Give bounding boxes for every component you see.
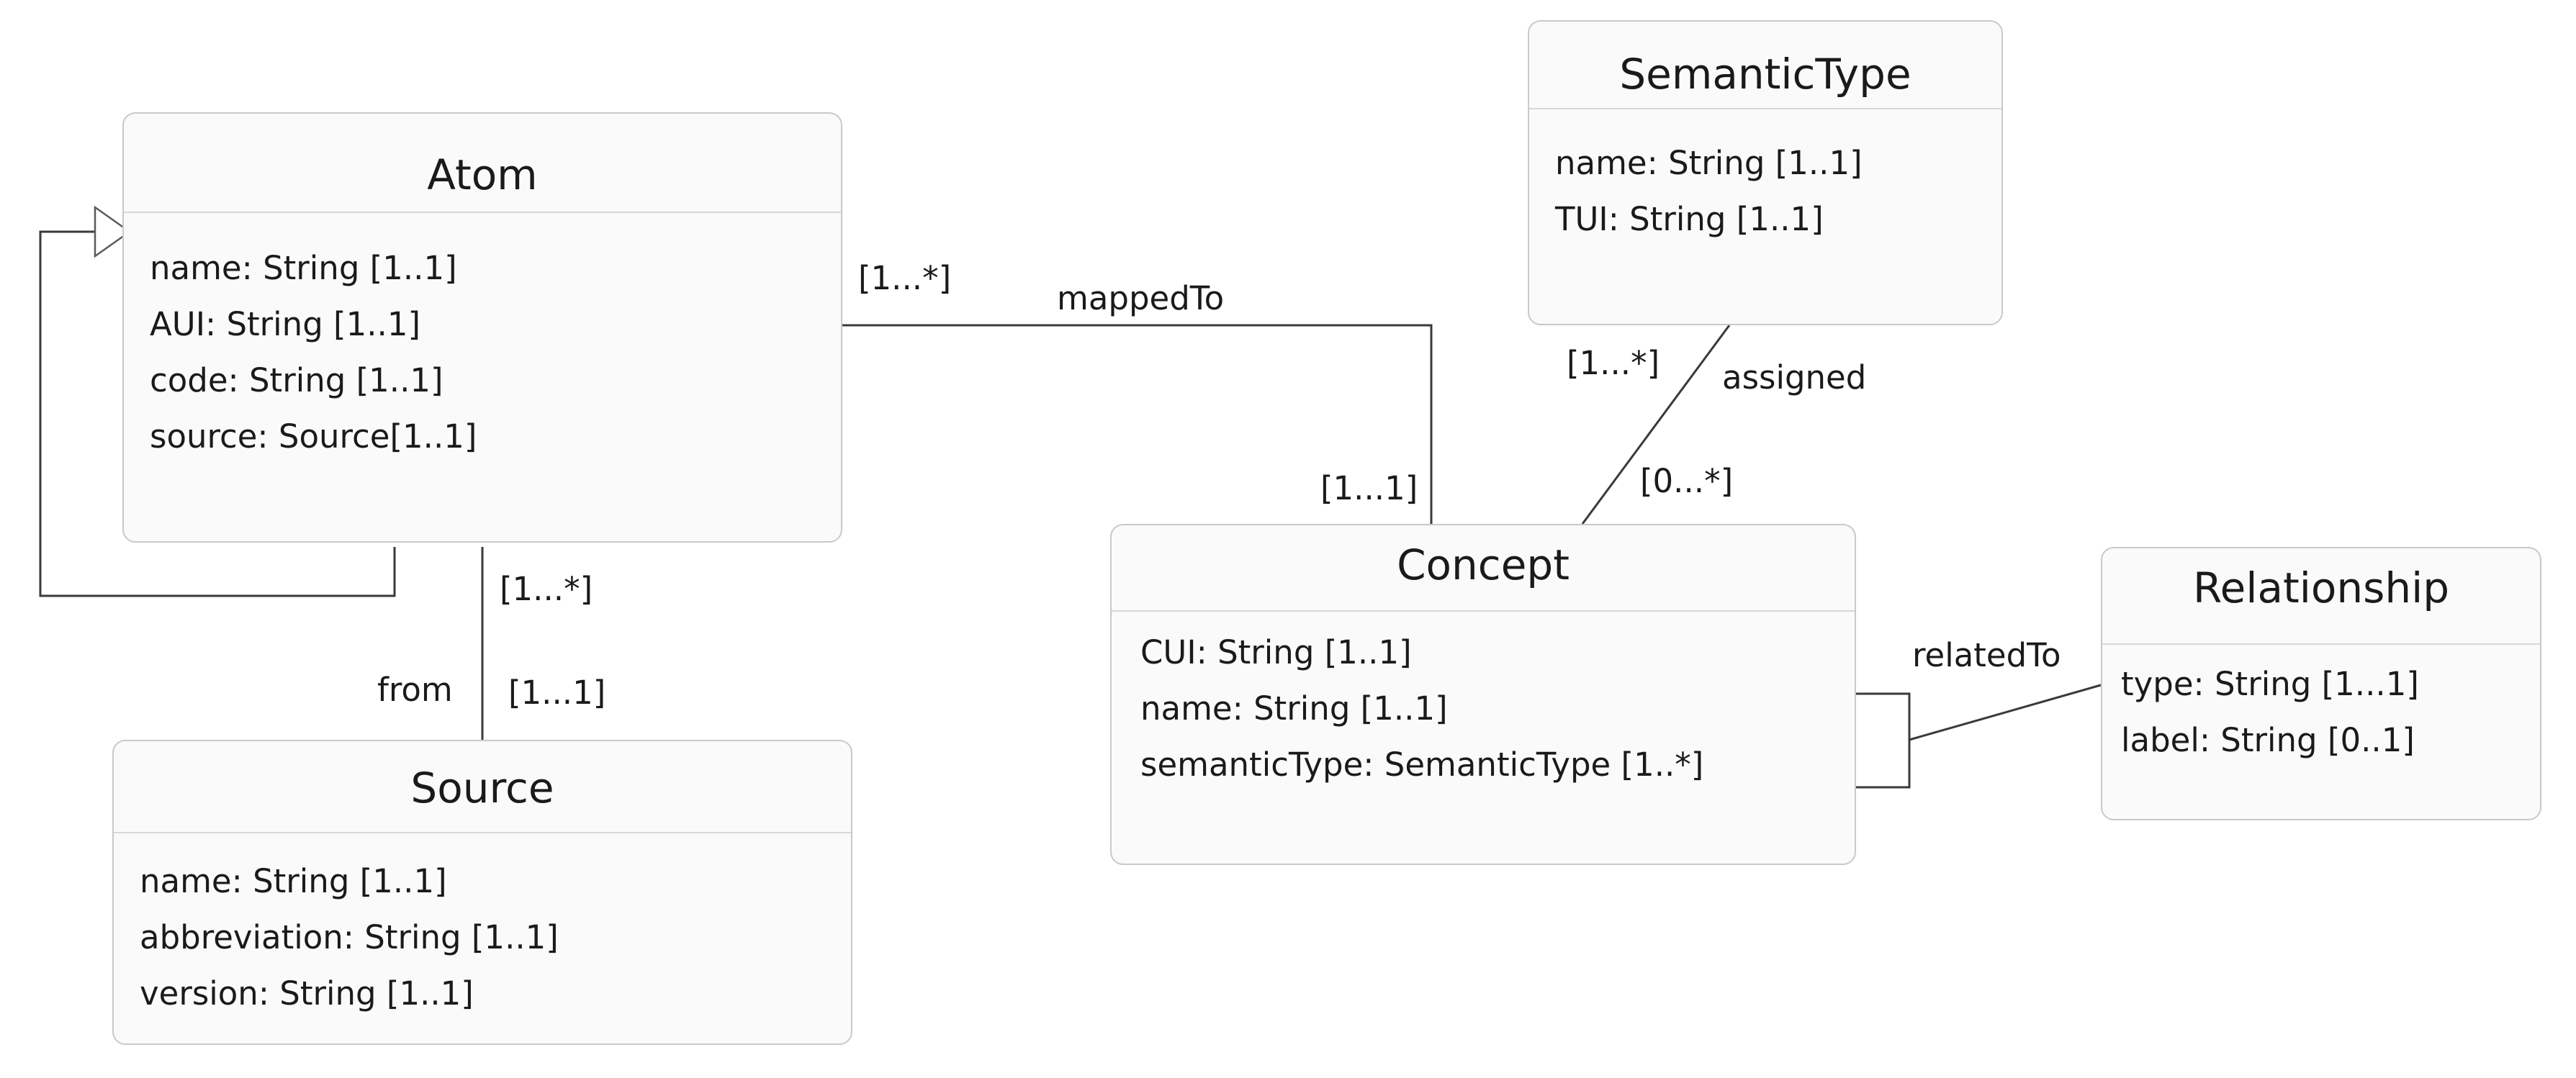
attribute: name: String [1..1]	[140, 862, 447, 900]
class-relationship-divider	[2102, 643, 2540, 645]
attribute: AUI: String [1..1]	[150, 305, 421, 343]
atom-self-generalization-line	[39, 230, 396, 597]
class-atom[interactable]: Atom name: String [1..1] AUI: String [1.…	[122, 112, 842, 543]
class-atom-name: Atom	[427, 150, 538, 199]
concept-relationship-association-line	[1909, 684, 2102, 741]
class-concept-attributes: CUI: String [1..1] name: String [1..1] s…	[1140, 625, 1847, 793]
class-relationship-attributes: type: String [1...1] label: String [0..1…	[2121, 656, 2533, 769]
from-label: from	[377, 671, 453, 709]
class-atom-attributes: name: String [1..1] AUI: String [1..1] c…	[150, 240, 834, 465]
class-semantictype-attributes: name: String [1..1] TUI: String [1..1]	[1555, 135, 1994, 248]
semantictype-end-multiplicity: [1...*]	[1567, 344, 1660, 382]
concept-end-multiplicity: [1...1]	[1320, 469, 1418, 507]
attribute: name: String [1..1]	[1140, 689, 1448, 728]
class-source-name: Source	[410, 764, 554, 812]
attribute: type: String [1...1]	[2121, 665, 2419, 703]
class-atom-divider	[124, 212, 841, 213]
attribute: TUI: String [1..1]	[1555, 200, 1824, 238]
source-end-multiplicity: [1...1]	[508, 674, 606, 712]
assigned-label: assigned	[1722, 358, 1867, 397]
class-concept-divider	[1112, 610, 1855, 612]
class-relationship[interactable]: Relationship type: String [1...1] label:…	[2101, 547, 2541, 820]
semantictype-concept-association-line	[1581, 325, 1731, 525]
class-concept-name: Concept	[1397, 540, 1570, 589]
attribute: name: String [1..1]	[1555, 144, 1863, 182]
class-semantictype-divider	[1529, 108, 2001, 109]
attribute: label: String [0..1]	[2121, 721, 2415, 759]
attribute: code: String [1..1]	[150, 361, 443, 399]
concept-end-multiplicity: [0...*]	[1640, 462, 1734, 500]
attribute: version: String [1..1]	[140, 974, 474, 1013]
class-source[interactable]: Source name: String [1..1] abbreviation:…	[112, 740, 852, 1045]
concept-relationship-bracket	[1855, 692, 1911, 789]
class-relationship-name: Relationship	[2192, 563, 2450, 612]
generalization-arrowhead	[94, 205, 132, 258]
mappedto-label: mappedTo	[1057, 279, 1225, 317]
atom-end-multiplicity: [1...*]	[858, 259, 952, 297]
class-source-attributes: name: String [1..1] abbreviation: String…	[140, 853, 844, 1022]
attribute: abbreviation: String [1..1]	[140, 918, 559, 956]
atom-end-multiplicity: [1...*]	[500, 570, 593, 608]
class-source-divider	[114, 832, 851, 833]
attribute: source: Source[1..1]	[150, 417, 477, 456]
class-semantictype[interactable]: SemanticType name: String [1..1] TUI: St…	[1528, 20, 2003, 325]
class-concept[interactable]: Concept CUI: String [1..1] name: String …	[1110, 524, 1856, 865]
attribute: CUI: String [1..1]	[1140, 633, 1412, 671]
attribute: name: String [1..1]	[150, 249, 457, 287]
attribute: semanticType: SemanticType [1..*]	[1140, 746, 1704, 784]
relatedto-label: relatedTo	[1912, 636, 2061, 674]
class-semantictype-name: SemanticType	[1619, 50, 1911, 99]
atom-concept-association-line	[842, 324, 1433, 524]
